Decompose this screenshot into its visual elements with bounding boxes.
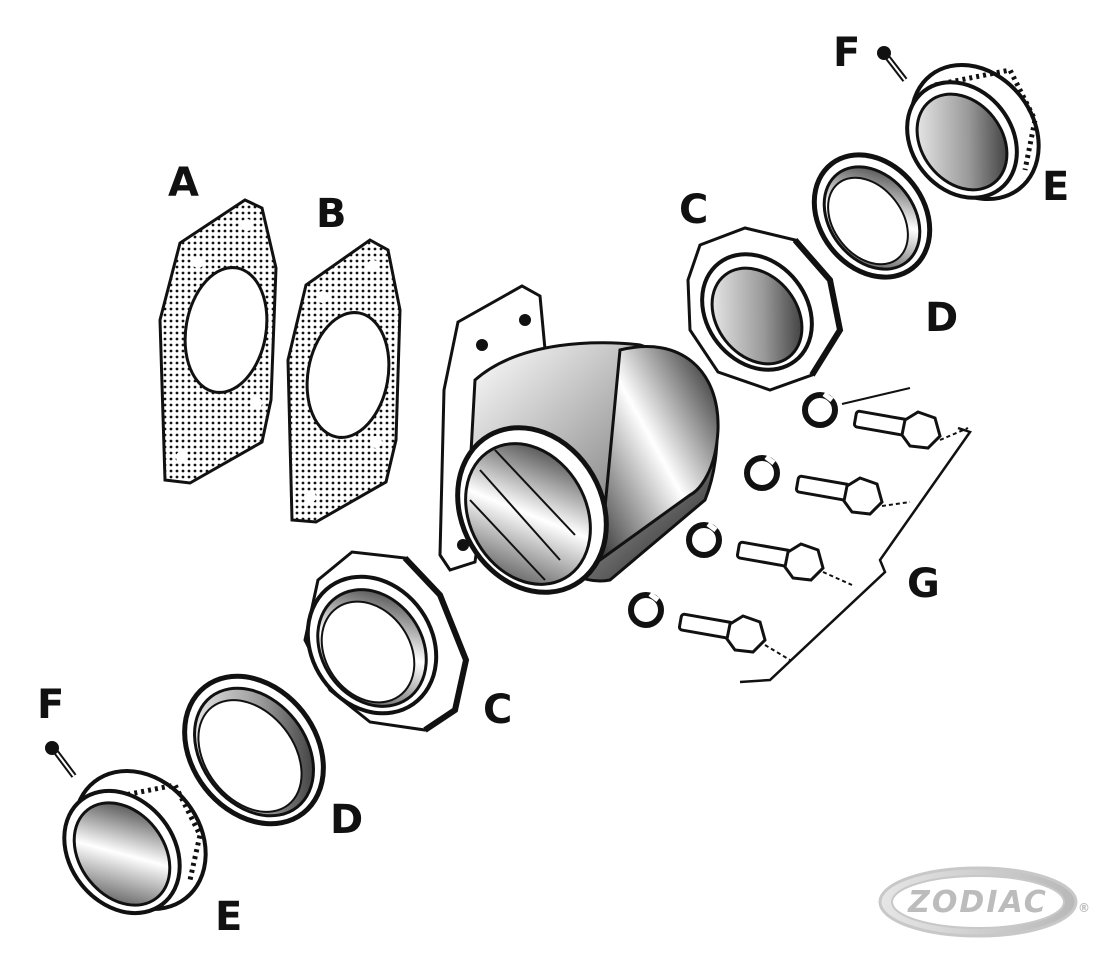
bolt-4: [677, 612, 767, 654]
label-f-bottom: F: [37, 682, 65, 728]
label-a: A: [168, 160, 199, 206]
bolt-group-g: [628, 387, 972, 684]
leader-lines: [739, 387, 972, 684]
screw-f-top: [877, 46, 908, 82]
label-c-top: C: [679, 187, 709, 233]
label-g: G: [907, 561, 940, 607]
label-e-top: E: [1042, 164, 1070, 210]
seal-d-top: [811, 152, 933, 280]
gasket-b: [286, 238, 402, 524]
adapter-e-top: [905, 62, 1041, 202]
bolt-2: [794, 474, 884, 516]
zodiac-logo: ZODIAC ®: [878, 866, 1090, 938]
label-e-bottom: E: [215, 894, 243, 940]
adapter-e-bottom: [62, 768, 208, 916]
bolt-1: [852, 409, 942, 450]
logo-registered-mark: ®: [1078, 901, 1090, 915]
gasket-a: [158, 198, 278, 485]
lock-washer-1: [802, 392, 838, 428]
label-d-bottom: D: [330, 797, 364, 843]
nut-c-bottom: [303, 550, 470, 733]
label-c-bottom: C: [483, 687, 513, 733]
lock-washer-2: [744, 455, 780, 491]
lock-washer-4: [628, 592, 664, 628]
label-d-top: D: [925, 295, 959, 341]
lock-washer-3: [686, 522, 722, 558]
seal-d-bottom: [182, 673, 326, 827]
screw-f-bottom: [45, 741, 77, 778]
intake-manifold: [438, 284, 720, 595]
bolt-3: [735, 540, 825, 582]
nut-c-top: [686, 226, 844, 392]
label-f-top: F: [833, 30, 861, 76]
label-b: B: [316, 191, 347, 237]
logo-brand-text: ZODIAC: [907, 885, 1048, 920]
